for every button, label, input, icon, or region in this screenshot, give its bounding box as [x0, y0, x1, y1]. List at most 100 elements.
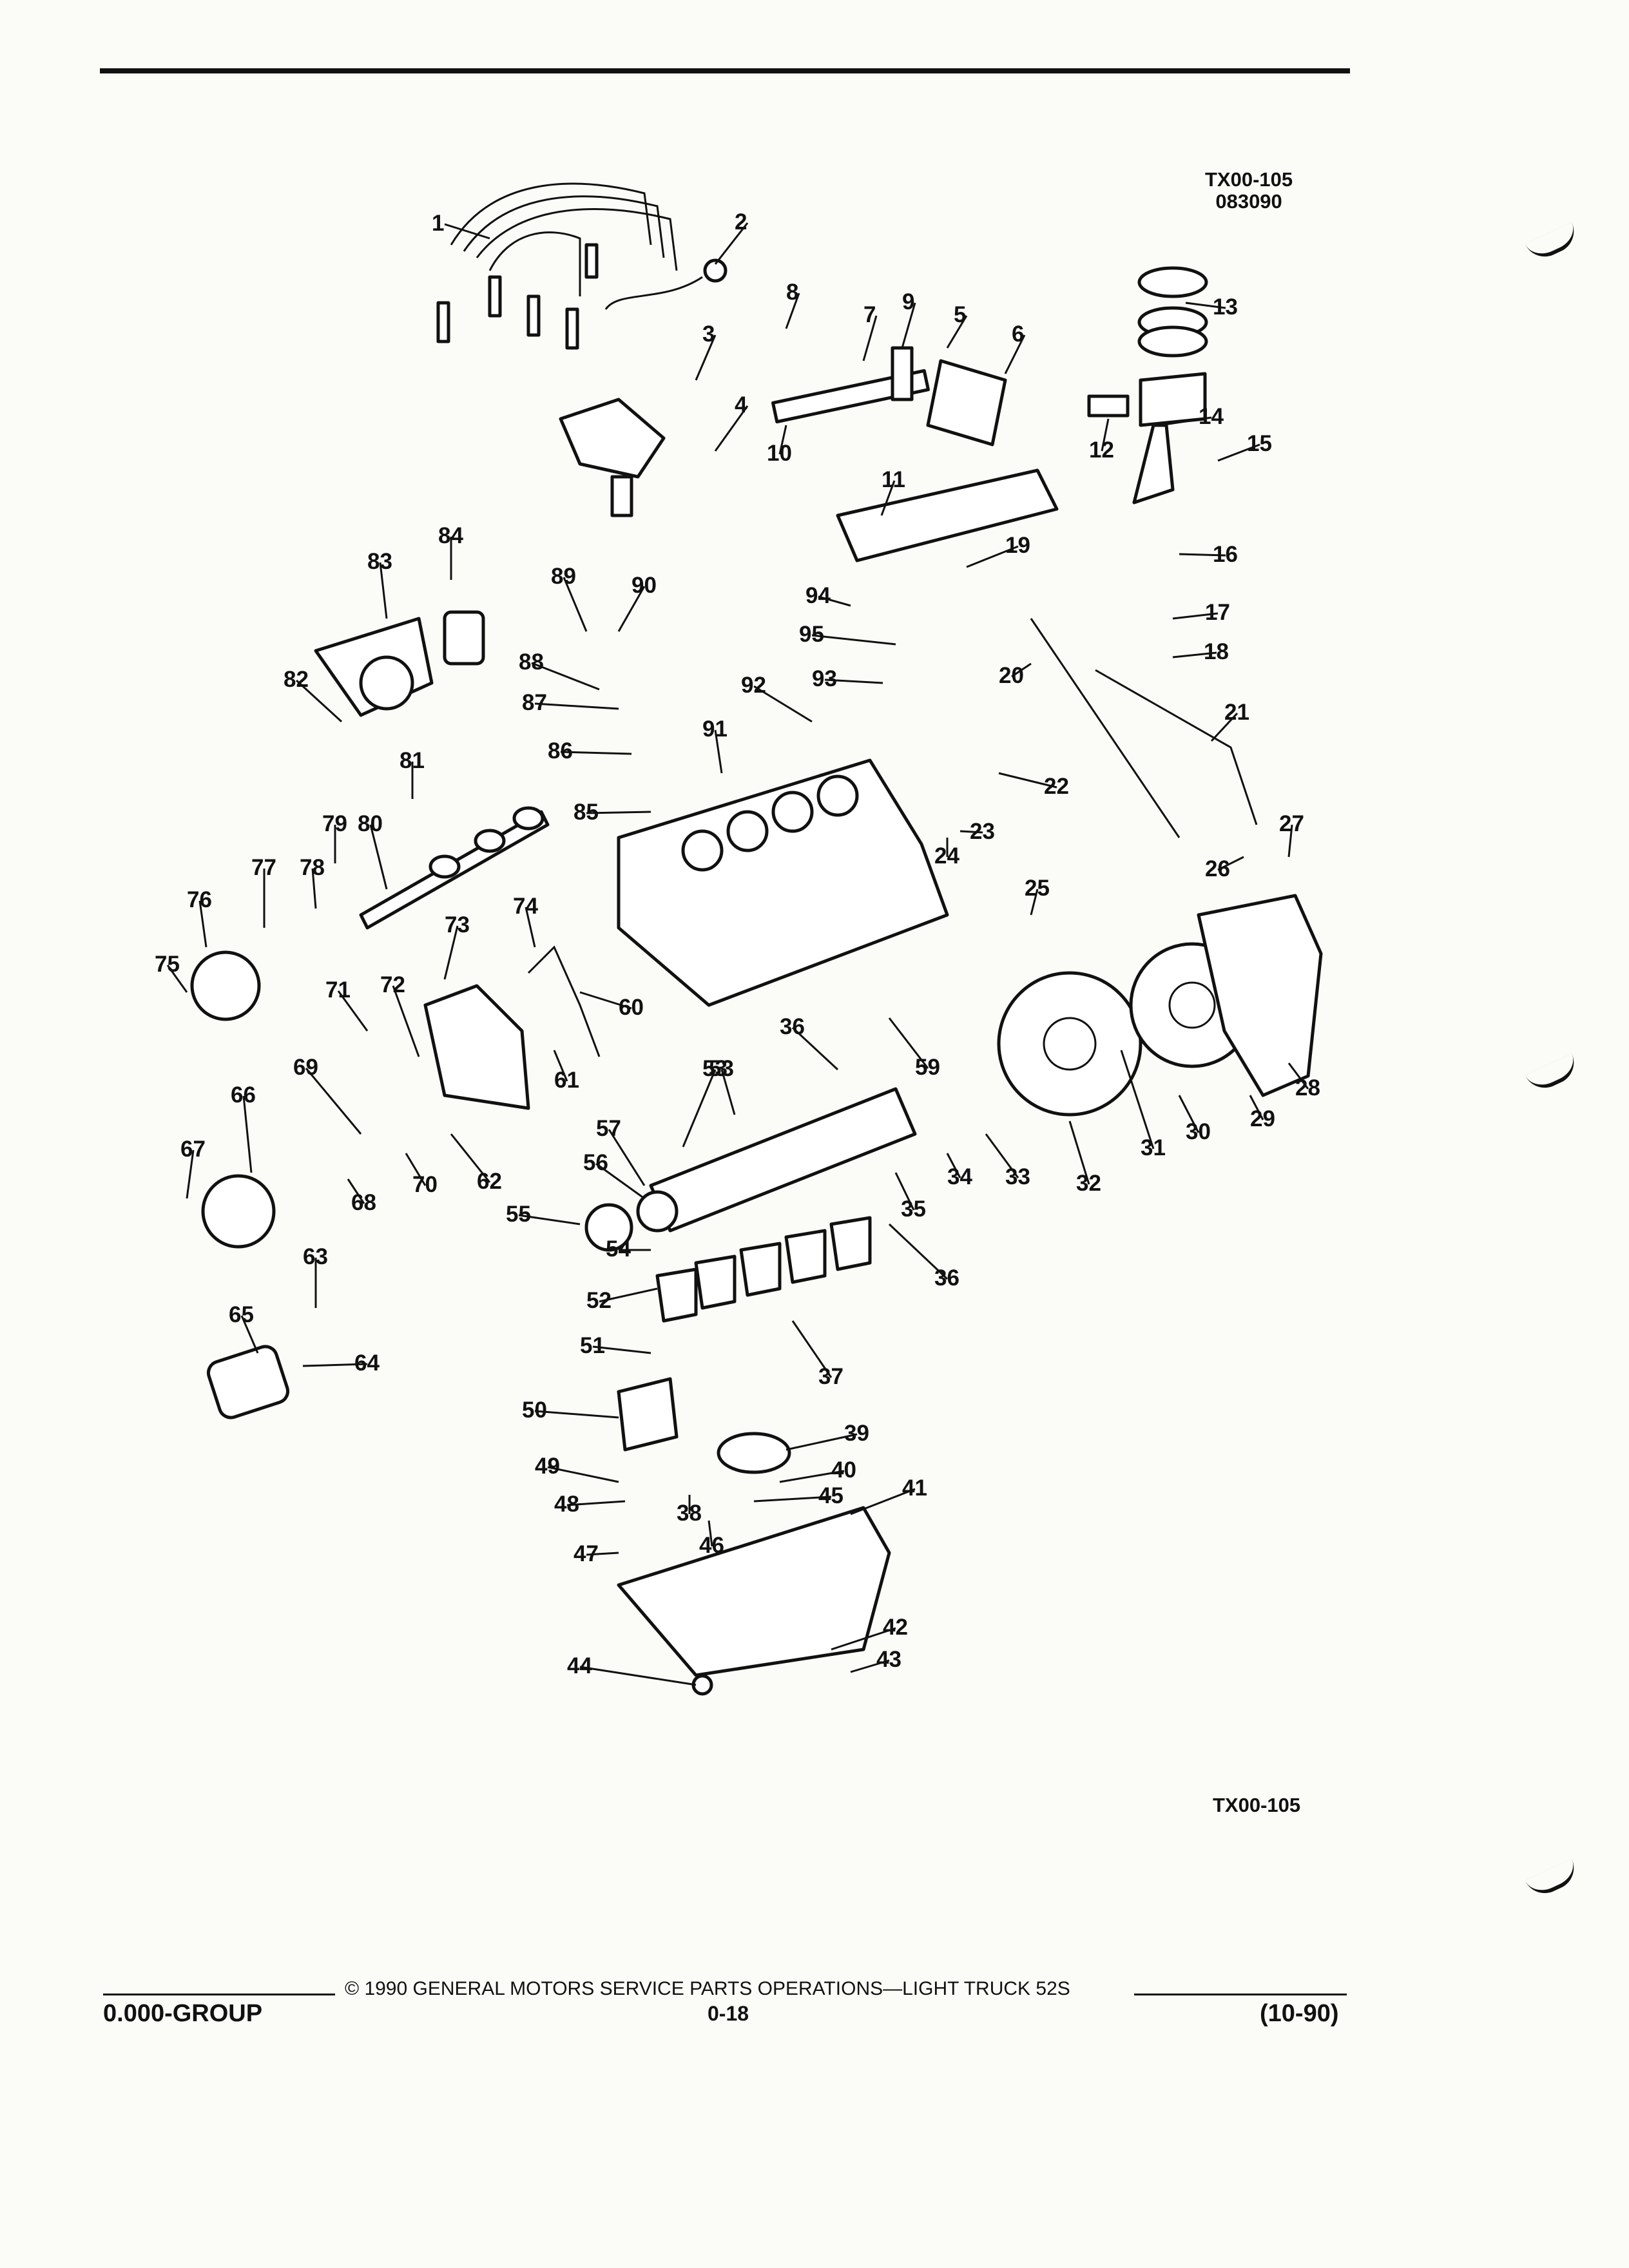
callout-number: 83	[367, 549, 392, 574]
leader-line	[392, 985, 420, 1057]
callout-number: 25	[1025, 876, 1050, 901]
callout-76: 76	[187, 887, 212, 948]
callout-number: 75	[155, 952, 180, 977]
callout-23: 23	[959, 819, 995, 844]
leader-line	[946, 1153, 961, 1178]
sensor	[703, 258, 728, 283]
timing-cover-gasket	[527, 945, 601, 1057]
crankshaft-sprocket	[584, 1203, 633, 1252]
callout-number: 4	[735, 392, 747, 418]
callout-number: 51	[580, 1333, 605, 1358]
callout-number: 95	[799, 622, 824, 647]
callout-number: 36	[934, 1265, 959, 1291]
callout-number: 34	[947, 1164, 972, 1189]
callout-number: 18	[1204, 639, 1229, 664]
callout-8: 8	[785, 280, 800, 329]
callout-number: 47	[574, 1541, 599, 1566]
callout-54: 54	[606, 1236, 651, 1262]
callout-number: 16	[1213, 542, 1238, 567]
callout-71: 71	[325, 977, 369, 1032]
drain-plug	[691, 1674, 713, 1696]
callout-number: 7	[863, 302, 876, 327]
camshaft	[359, 806, 550, 930]
leader-line	[617, 586, 646, 632]
leader-line	[198, 900, 207, 948]
leader-line	[579, 991, 632, 1010]
callout-number: 30	[1186, 1119, 1211, 1144]
callout-number: 13	[1213, 294, 1238, 320]
callout-72: 72	[380, 972, 420, 1057]
leader-line	[579, 1666, 697, 1686]
valve-cover	[836, 468, 1059, 562]
callout-number: 26	[1205, 856, 1230, 881]
callout-7: 7	[862, 302, 878, 361]
leader-line	[888, 1017, 929, 1069]
leader-line	[753, 1495, 832, 1503]
callout-34: 34	[946, 1153, 972, 1189]
leader-line	[779, 1470, 845, 1483]
callout-57: 57	[596, 1116, 646, 1186]
callout-55: 55	[506, 1202, 581, 1227]
callout-3: 3	[695, 322, 717, 381]
callout-90: 90	[617, 573, 657, 632]
leader-line	[337, 990, 369, 1032]
ref-code-top: TX00-105 083090	[1205, 169, 1293, 213]
callout-95: 95	[799, 622, 896, 647]
callout-22: 22	[998, 772, 1069, 799]
oil-pump-screen	[717, 1432, 791, 1474]
leader-line	[1217, 856, 1244, 871]
leader-line	[242, 1095, 253, 1173]
leader-line	[946, 315, 968, 349]
callout-80: 80	[358, 811, 388, 890]
rocker-shaft	[771, 346, 1007, 447]
leader-line	[714, 729, 723, 774]
callout-number: 17	[1205, 600, 1230, 625]
callout-29: 29	[1249, 1095, 1275, 1131]
callout-87: 87	[522, 690, 619, 715]
callout-number: 73	[445, 912, 470, 937]
callout-20: 20	[999, 662, 1032, 688]
leader-line	[714, 222, 749, 265]
callout-88: 88	[519, 649, 600, 691]
ref-code-bottom: TX00-105	[1213, 1794, 1301, 1816]
leader-line	[599, 1287, 658, 1303]
callout-number: 45	[818, 1483, 843, 1508]
callout-81: 81	[400, 748, 425, 799]
callout-36: 36	[780, 1014, 839, 1071]
callout-number: 14	[1199, 404, 1224, 429]
leader-line	[608, 1129, 646, 1186]
leader-line	[311, 868, 317, 909]
callout-51: 51	[580, 1333, 651, 1358]
callout-61: 61	[553, 1050, 579, 1093]
footer-group: 0.000-GROUP	[103, 2000, 263, 2027]
spark-plug-wire-set	[436, 182, 678, 350]
leader-line	[443, 925, 459, 980]
callout-63: 63	[303, 1244, 328, 1308]
leader-line	[1004, 334, 1026, 374]
crankshaft-pulley	[201, 1174, 276, 1249]
callout-73: 73	[443, 912, 470, 980]
leader-line	[1030, 889, 1039, 916]
callout-number: 80	[358, 811, 383, 836]
callout-31: 31	[1120, 1050, 1166, 1160]
callout-number: 87	[522, 690, 547, 715]
callout-60: 60	[579, 991, 644, 1020]
leader-line	[553, 1050, 568, 1082]
leader-line	[1287, 1062, 1309, 1090]
callout-62: 62	[450, 1133, 502, 1194]
callout-number: 85	[574, 800, 599, 825]
leader-line	[1011, 662, 1032, 678]
leader-line	[778, 425, 787, 455]
leader-line	[547, 1466, 619, 1483]
callout-number: 61	[554, 1068, 579, 1093]
callout-number: 65	[229, 1302, 254, 1327]
leader-line	[1101, 418, 1110, 452]
callout-15: 15	[1217, 431, 1272, 462]
header-rule	[100, 68, 1350, 73]
callout-number: 10	[767, 441, 792, 466]
callout-number: 9	[902, 289, 914, 314]
callout-number: 54	[606, 1236, 631, 1262]
callout-number: 28	[1295, 1075, 1320, 1100]
callout-52: 52	[586, 1287, 658, 1313]
